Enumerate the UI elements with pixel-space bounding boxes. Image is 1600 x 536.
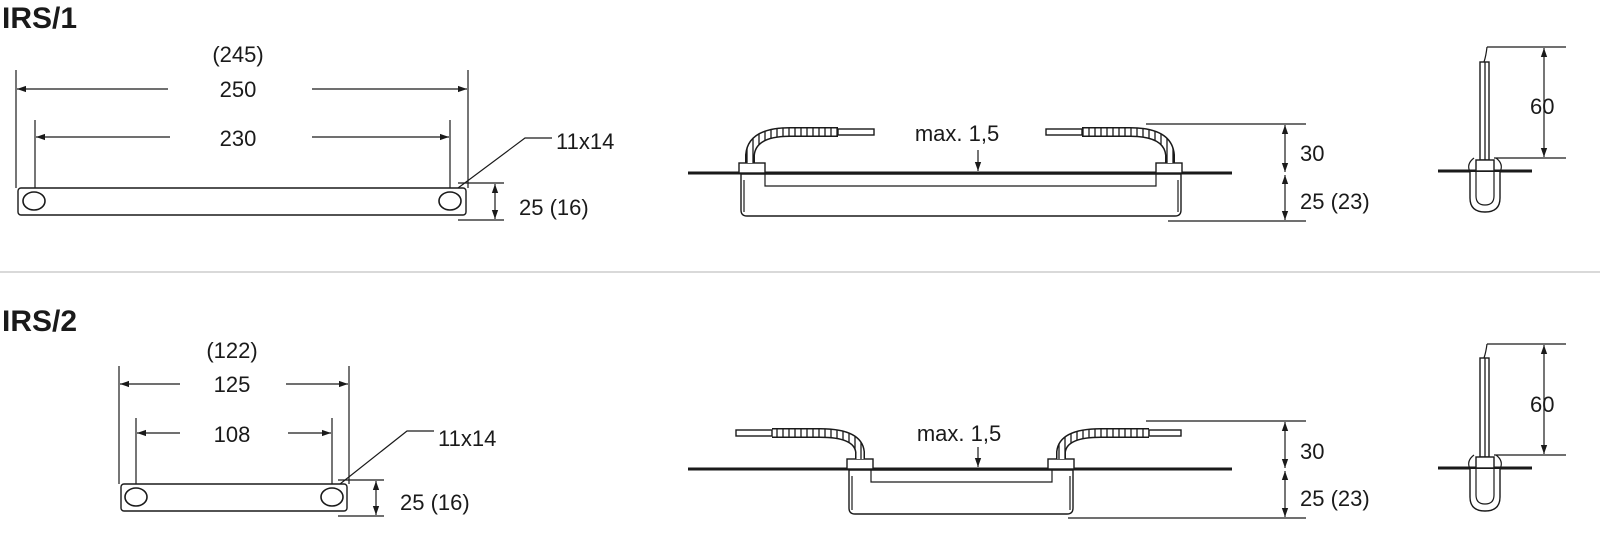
dim-overall-paren: (245) bbox=[212, 42, 263, 67]
profile-end bbox=[1469, 172, 1501, 213]
dim-body-height: 25 (23) bbox=[1300, 189, 1370, 214]
end-view: 60 bbox=[1438, 343, 1566, 512]
dim-overall: 250 bbox=[220, 77, 257, 102]
cable-end bbox=[735, 429, 773, 437]
dim-panel-thickness: max. 1,5 bbox=[915, 121, 999, 146]
dim-body-height: 25 (23) bbox=[1300, 486, 1370, 511]
profile-inner bbox=[1475, 172, 1495, 206]
mounting-hole bbox=[22, 191, 46, 211]
dim-overall-paren: (122) bbox=[206, 338, 257, 363]
cable-end bbox=[1045, 128, 1083, 136]
profile-body bbox=[848, 469, 1074, 515]
dim-hole-size: 11x14 bbox=[556, 129, 614, 154]
cable-fitting bbox=[1047, 458, 1075, 470]
profile-end bbox=[1469, 469, 1501, 512]
top-view: (245) 250 230 11x14 25 (16) bbox=[15, 42, 614, 221]
dim-overall: 125 bbox=[214, 372, 251, 397]
cable-fitting bbox=[1155, 162, 1183, 174]
cable-fitting bbox=[738, 162, 766, 174]
mounting-hole bbox=[124, 487, 148, 507]
dim-hole-spacing: 230 bbox=[220, 126, 257, 151]
profile-body bbox=[740, 173, 1182, 217]
profile-body bbox=[120, 483, 348, 512]
fitting-clip bbox=[1495, 157, 1502, 173]
cable-wire bbox=[1483, 343, 1488, 359]
profile-groove bbox=[764, 174, 1157, 187]
fitting-clip bbox=[1495, 454, 1502, 470]
dim-cable-height: 30 bbox=[1300, 141, 1324, 166]
dim-cable-height: 60 bbox=[1530, 94, 1554, 119]
section-title: IRS/1 bbox=[2, 2, 77, 35]
fitting-clip bbox=[1468, 454, 1475, 470]
profile-inner bbox=[1475, 469, 1495, 505]
section-title: IRS/2 bbox=[2, 305, 77, 338]
profile-groove bbox=[870, 470, 1053, 483]
cable-vertical bbox=[1479, 61, 1490, 161]
fitting-clip bbox=[1468, 157, 1475, 173]
top-view: (122) 125 108 11x14 25 (16) bbox=[118, 338, 496, 517]
cable-wire bbox=[1483, 46, 1488, 63]
dim-height: 25 (16) bbox=[519, 195, 589, 220]
dim-hole-spacing: 108 bbox=[214, 422, 251, 447]
cable-fitting bbox=[846, 458, 874, 470]
dim-cable-height: 30 bbox=[1300, 439, 1324, 464]
section-irs-1: IRS/1 (245) 250 230 11x14 bbox=[2, 2, 1566, 222]
cable-end bbox=[1148, 429, 1182, 437]
cable-fitting bbox=[1475, 159, 1495, 172]
end-view: 60 bbox=[1438, 46, 1566, 213]
cable-fitting bbox=[1475, 456, 1495, 469]
mounting-hole bbox=[320, 487, 344, 507]
leader-line bbox=[457, 137, 552, 189]
profile-body bbox=[17, 187, 467, 216]
cable-end bbox=[837, 128, 875, 136]
side-view: max. 1,5 30 25 (23) bbox=[688, 121, 1370, 222]
side-view: max. 1,5 30 25 (23) bbox=[688, 420, 1370, 519]
section-irs-2: IRS/2 (122) 125 108 11x14 25 (16) bbox=[2, 305, 1566, 519]
dim-cable-height: 60 bbox=[1530, 392, 1554, 417]
dim-hole-size: 11x14 bbox=[438, 426, 496, 451]
dim-panel-thickness: max. 1,5 bbox=[917, 421, 1001, 446]
leader-line bbox=[339, 430, 434, 485]
mounting-hole bbox=[438, 191, 462, 211]
dim-height: 25 (16) bbox=[400, 490, 470, 515]
cable-vertical bbox=[1479, 357, 1490, 458]
